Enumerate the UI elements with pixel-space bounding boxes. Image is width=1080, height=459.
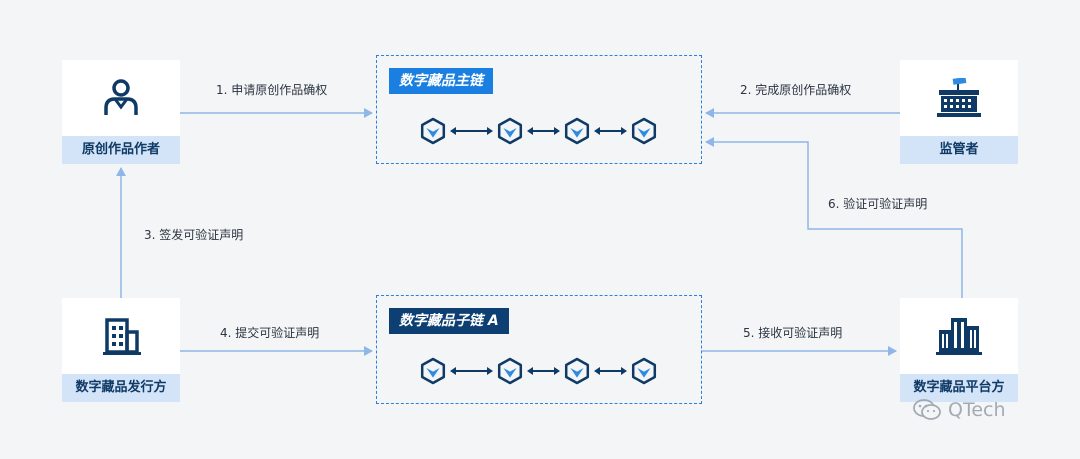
main-block-cube-icon	[564, 117, 590, 145]
actor-platform: 数字藏品平台方	[900, 298, 1018, 402]
main-block-cube-icon	[497, 117, 523, 145]
watermark-text: QTech	[948, 399, 1006, 421]
main-block-cube-icon	[420, 117, 446, 145]
main-double-arrow-icon	[594, 127, 627, 135]
watermark: QTech	[912, 398, 1006, 422]
main-double-arrow-icon	[527, 127, 560, 135]
person-icon	[104, 79, 138, 115]
arrow-step-6	[705, 137, 963, 298]
step-1-label: 1. 申请原创作品确权	[216, 83, 328, 97]
step-2-label: 2. 完成原创作品确权	[740, 83, 852, 97]
office-building-icon	[103, 318, 141, 355]
wechat-icon	[913, 399, 941, 420]
main-block-cube-icon	[631, 117, 657, 145]
actor-issuer: 数字藏品发行方	[62, 298, 180, 402]
sub-double-arrow-icon	[450, 367, 493, 375]
city-buildings-icon	[936, 318, 982, 355]
sub-block-cube-icon	[497, 357, 523, 385]
main-double-arrow-icon	[450, 127, 493, 135]
sub-double-arrow-icon	[527, 367, 560, 375]
main-chain: 数字藏品主链	[376, 55, 702, 164]
sub-block-cube-icon	[564, 357, 590, 385]
step-6-label: 6. 验证可验证声明	[828, 197, 928, 211]
step-5-label: 5. 接收可验证声明	[743, 326, 843, 340]
actor-regulator: 监管者	[900, 60, 1018, 164]
sub-chain: 数字藏品子链 A	[376, 295, 702, 404]
actor-regulator-label: 监管者	[900, 136, 1018, 164]
step-4-label: 4. 提交可验证声明	[220, 326, 320, 340]
actor-platform-label: 数字藏品平台方	[900, 374, 1018, 402]
sub-chain-title: 数字藏品子链 A	[389, 308, 509, 334]
main-chain-blocks	[420, 117, 657, 145]
main-chain-title: 数字藏品主链	[389, 68, 493, 94]
actor-author: 原创作品作者	[62, 60, 180, 164]
actor-author-label: 原创作品作者	[62, 136, 180, 164]
sub-block-cube-icon	[631, 357, 657, 385]
government-building-icon	[937, 78, 981, 117]
sub-block-cube-icon	[420, 357, 446, 385]
sub-chain-blocks	[420, 357, 657, 385]
actor-issuer-label: 数字藏品发行方	[62, 374, 180, 402]
sub-double-arrow-icon	[594, 367, 627, 375]
step-3-label: 3. 签发可验证声明	[144, 228, 244, 242]
